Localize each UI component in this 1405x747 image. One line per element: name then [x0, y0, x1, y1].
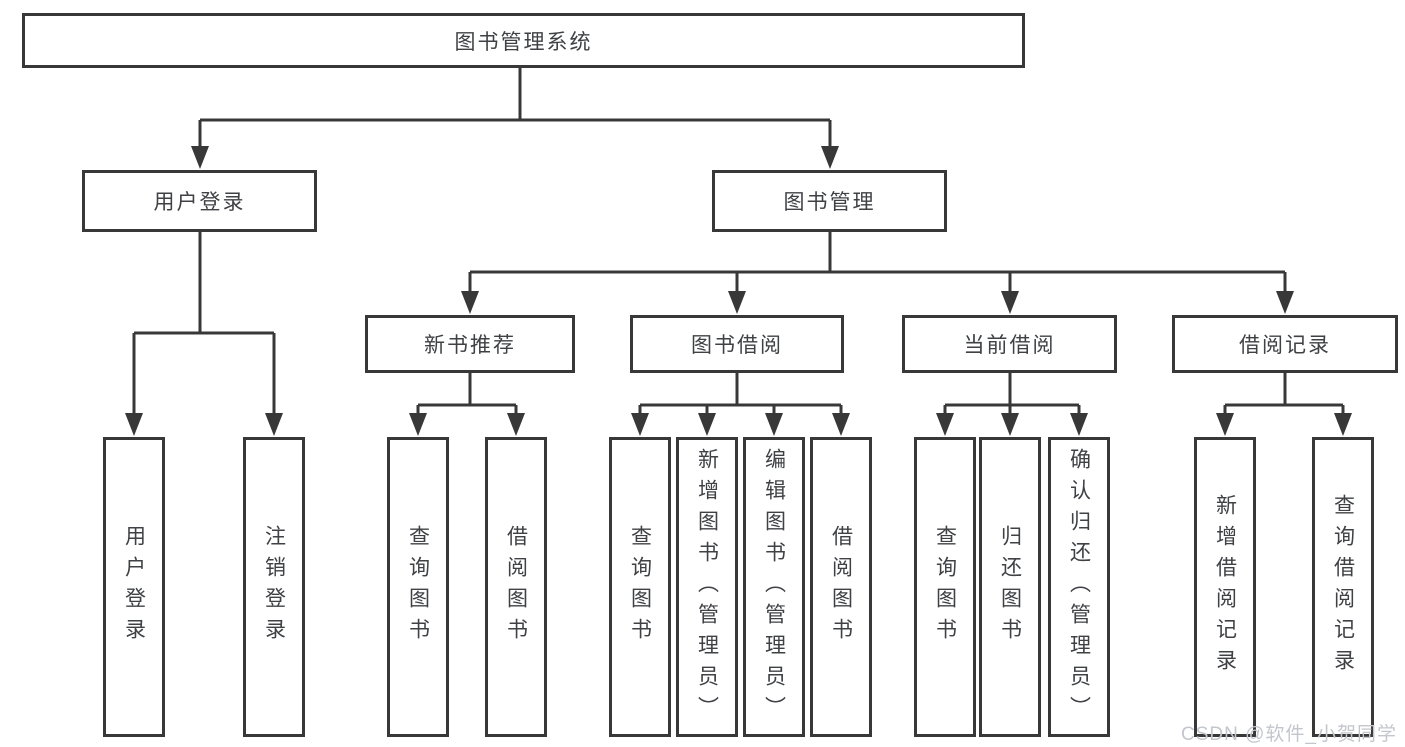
node-book-borrowing: 图书借阅	[630, 315, 844, 373]
csdn-watermark: CSDN @软件_小贺同学	[1181, 724, 1397, 745]
leaf-br-add-record: 新增借阅记录	[1194, 437, 1256, 737]
leaf-cb-confirm-return-admin: 确认归还（管理员）	[1048, 437, 1110, 737]
leaf-br-query-record: 查询借阅记录	[1312, 437, 1374, 737]
leaf-bb-query-books: 查询图书	[609, 437, 671, 737]
leaf-user-login: 用户登录	[103, 437, 165, 737]
node-current-borrowing: 当前借阅	[902, 315, 1117, 373]
node-new-book-recommend: 新书推荐	[365, 315, 575, 373]
leaf-nb-borrow-books: 借阅图书	[485, 437, 547, 737]
leaf-bb-edit-books-admin: 编辑图书（管理员）	[743, 437, 805, 737]
leaf-bb-borrow-books: 借阅图书	[810, 437, 872, 737]
leaf-logout-login: 注销登录	[243, 437, 305, 737]
node-root-library-system: 图书管理系统	[22, 13, 1025, 68]
node-borrowing-records: 借阅记录	[1172, 315, 1398, 373]
leaf-cb-return-books: 归还图书	[979, 437, 1041, 737]
leaf-bb-add-books-admin: 新增图书（管理员）	[676, 437, 738, 737]
node-user-login-branch: 用户登录	[82, 170, 317, 232]
node-book-management: 图书管理	[712, 170, 947, 232]
leaf-nb-query-books: 查询图书	[387, 437, 449, 737]
leaf-cb-query-books: 查询图书	[914, 437, 976, 737]
